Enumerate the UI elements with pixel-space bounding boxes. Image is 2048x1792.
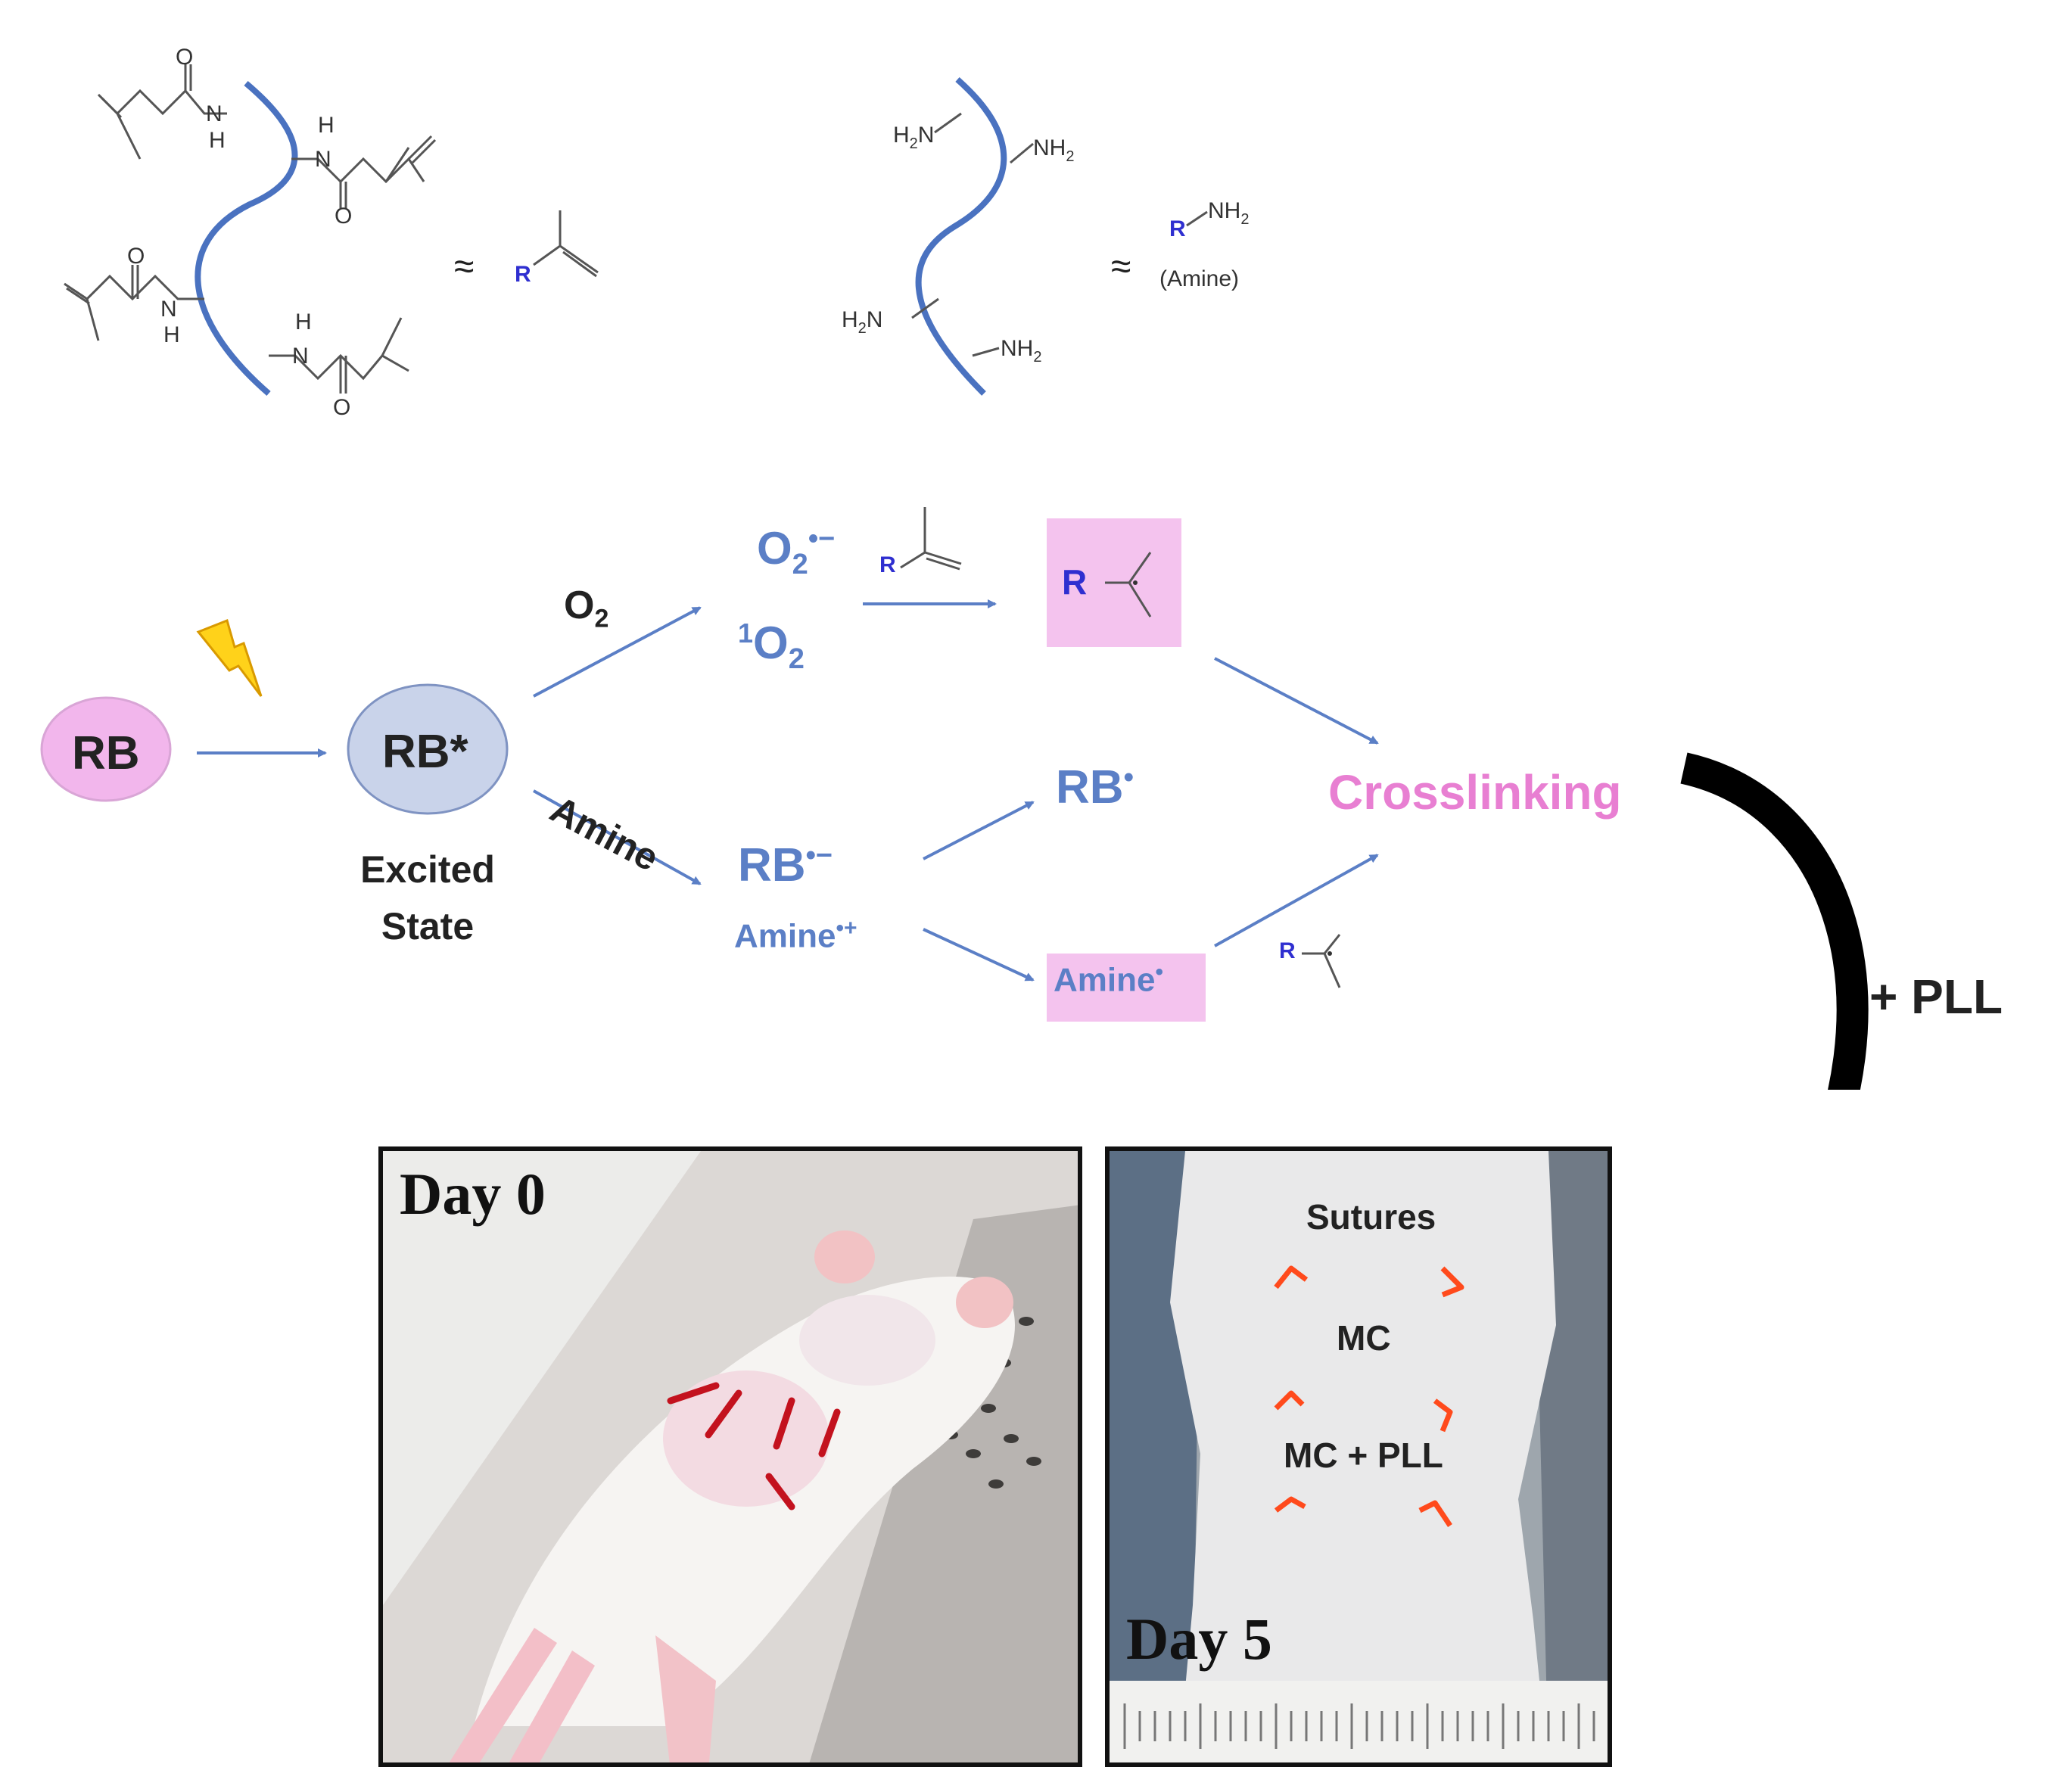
methacrylamide-groups	[64, 64, 437, 394]
rb-label: RB	[72, 727, 140, 779]
amine-side-bonds	[911, 112, 1034, 357]
excited-state-line2: State	[381, 905, 475, 947]
plus-pll-label: + PLL	[1869, 969, 2003, 1024]
h2n-label: H2N	[842, 307, 882, 337]
day5-photo: Sutures MC MC + PLL Day 5	[1105, 1146, 1612, 1767]
methacrylate-backbone	[195, 80, 298, 397]
lightning-icon	[196, 618, 263, 697]
r-group-label: R	[515, 262, 531, 287]
sutures-label: Sutures	[1306, 1197, 1436, 1237]
atom-h: H	[295, 310, 312, 334]
r-nh2-bond	[1186, 210, 1208, 227]
atom-n: N	[315, 147, 331, 172]
reaction-arrows	[197, 599, 1379, 982]
atom-h: H	[163, 322, 180, 347]
small-r-radical-icon	[1302, 934, 1341, 988]
atom-o: O	[333, 395, 350, 420]
incisions	[667, 1382, 841, 1510]
nh2-label: NH2	[1208, 198, 1249, 228]
singlet-oxygen-label: 1O2	[738, 618, 805, 675]
ruler-ticks	[1123, 1703, 1595, 1749]
atom-n: N	[160, 297, 177, 322]
approx-symbol: ≈	[454, 247, 474, 287]
crosslinking-label: Crosslinking	[1328, 765, 1622, 820]
alkene-icon	[533, 210, 599, 278]
radical-dot	[1133, 580, 1138, 585]
r-radical-label: R	[1062, 562, 1088, 602]
amine-radical-box	[1047, 954, 1206, 1022]
r-radical-structure	[1105, 552, 1152, 618]
day0-label: Day 0	[400, 1161, 546, 1227]
mc-label: MC	[1337, 1318, 1391, 1358]
rb-excited-circle	[347, 683, 509, 815]
amine-backbone	[915, 77, 1007, 396]
radical-dot	[1327, 951, 1332, 956]
atom-o: O	[127, 244, 145, 269]
day5-illustration	[1110, 1151, 1608, 1762]
atom-o: O	[176, 45, 193, 70]
atom-h: H	[209, 128, 226, 153]
day0-illustration	[383, 1151, 1078, 1762]
mechanism-arrows	[40, 507, 1869, 1090]
small-r-label: R	[879, 552, 896, 577]
atom-o: O	[335, 204, 352, 229]
small-r-label: R	[1279, 938, 1296, 963]
rb-radical-label: RB•	[1056, 761, 1134, 814]
rb-radical-anion-label: RB•−	[738, 839, 833, 891]
rb-excited-label: RB*	[382, 726, 468, 778]
r-group-label: R	[1169, 216, 1186, 241]
atom-n: N	[292, 344, 309, 369]
day0-photo: Day 0	[378, 1146, 1082, 1767]
superoxide-label: O2•−	[757, 523, 836, 580]
approx-symbol: ≈	[1111, 247, 1131, 287]
amine-cation-label: Amine•+	[734, 916, 857, 955]
o2-label: O2	[564, 583, 609, 633]
day5-label: Day 5	[1126, 1606, 1272, 1672]
h2n-label: H2N	[893, 123, 934, 152]
pll-curved-arrow	[1680, 752, 1869, 1090]
polymer-structures: O N H H N O O N H H N O ≈ R H2N NH2 H2N	[64, 45, 1249, 420]
amine-caption: (Amine)	[1159, 266, 1239, 291]
excited-state-line1: Excited	[360, 848, 495, 891]
small-alkene-icon	[900, 507, 962, 571]
wound-chevrons	[1274, 1265, 1464, 1527]
mc-pll-label: MC + PLL	[1284, 1436, 1443, 1475]
rb-circle	[40, 696, 172, 802]
methacrylamide-atom-labels: O N H H N O O N H H N O	[127, 45, 352, 420]
amine-radical-label: Amine•	[1054, 960, 1163, 999]
atom-h: H	[318, 113, 335, 138]
amine-atom-labels: H2N NH2 H2N NH2	[842, 123, 1074, 366]
nh2-label: NH2	[1001, 336, 1041, 366]
atom-n: N	[206, 101, 223, 126]
nh2-label: NH2	[1033, 135, 1074, 165]
